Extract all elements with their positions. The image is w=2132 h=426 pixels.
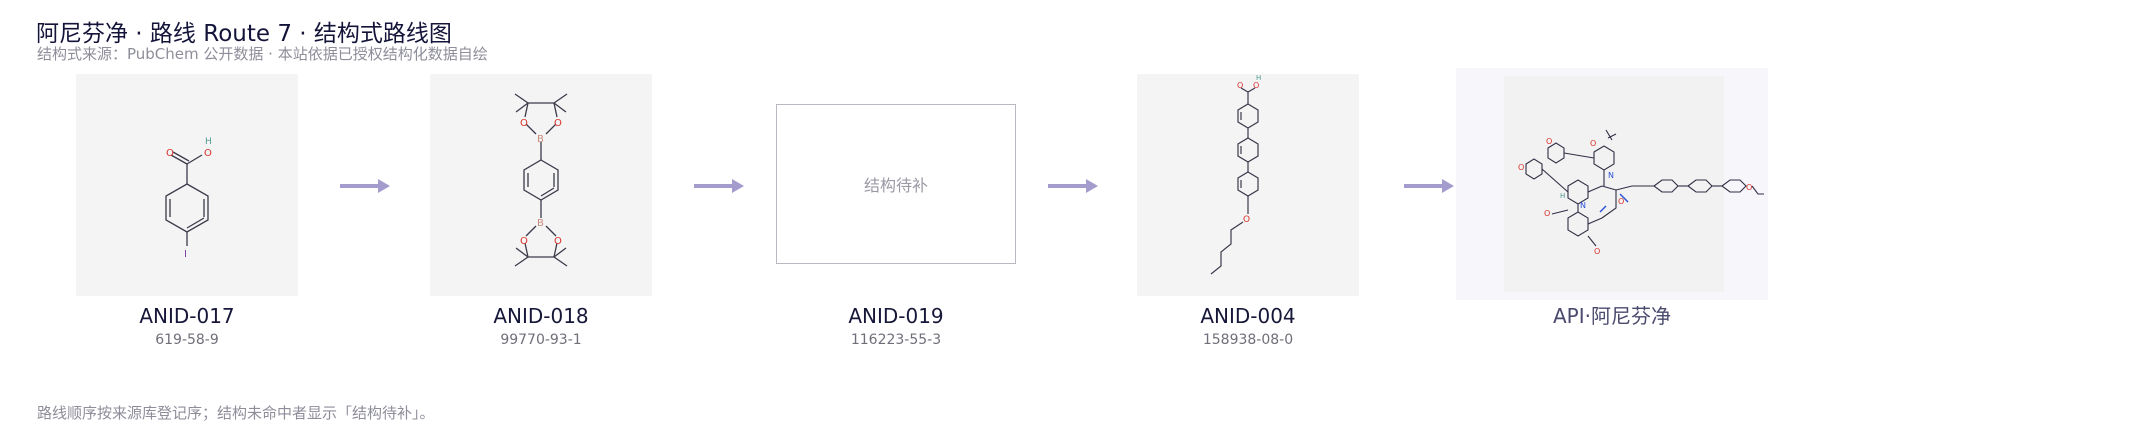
atom-i: I xyxy=(184,249,187,260)
compound-label: ANID-018 xyxy=(493,304,589,328)
atom-b: B xyxy=(537,134,544,145)
atom-h: H xyxy=(1256,74,1261,82)
atom-o: O xyxy=(1594,247,1600,256)
atom-o: O xyxy=(1237,81,1243,90)
atom-o: O xyxy=(1746,183,1752,192)
atom-n: N xyxy=(1580,201,1586,210)
footer-note: 路线顺序按来源库登记序；结构未命中者显示「结构待补」。 xyxy=(37,404,435,422)
cas-number: 158938-08-0 xyxy=(1202,332,1294,348)
atom-b: B xyxy=(537,218,544,229)
api-label: API·阿尼芬净 xyxy=(1553,304,1671,328)
atom-n: N xyxy=(1608,171,1614,180)
structure-image-anid-018: O O B B O O xyxy=(430,74,652,296)
atom-h: H xyxy=(1560,192,1565,200)
compound-label: ANID-017 xyxy=(139,304,235,328)
compound-label: ANID-019 xyxy=(848,304,944,328)
atom-o: O xyxy=(1243,215,1250,225)
atom-o: O xyxy=(166,148,174,159)
route-arrow-2 xyxy=(694,179,744,193)
cas-number: 116223-55-3 xyxy=(850,332,942,348)
api-structure-image[interactable]: O O O N N O O O H O xyxy=(1456,68,1768,300)
route-arrow-1 xyxy=(340,179,390,193)
page-title: 阿尼芬净 · 路线 Route 7 · 结构式路线图 xyxy=(36,21,452,47)
structure-image-anid-017: O O H I xyxy=(76,74,298,296)
route-node-anid-004[interactable]: O O H O ANID-004 158938-08-0 xyxy=(1137,74,1359,348)
api-structure-drawing: O O O N N O O O H O xyxy=(1504,76,1764,292)
atom-o: O xyxy=(1618,197,1624,206)
route-arrow-3 xyxy=(1048,179,1098,193)
route-arrow-4 xyxy=(1404,179,1454,193)
structure-image-anid-004: O O H O xyxy=(1137,74,1359,296)
atom-h: H xyxy=(205,137,212,147)
atom-o: O xyxy=(520,118,528,129)
route-node-anid-018[interactable]: O O B B O O ANID-018 99770-93-1 xyxy=(430,74,652,348)
atom-o: O xyxy=(520,236,528,247)
atom-o: O xyxy=(1590,139,1596,148)
cas-number: 619-58-9 xyxy=(155,332,219,348)
cas-number: 99770-93-1 xyxy=(500,332,582,348)
atom-o: O xyxy=(1518,163,1524,172)
atom-o: O xyxy=(204,148,212,159)
atom-o: O xyxy=(554,236,562,247)
atom-o: O xyxy=(1544,209,1550,218)
atom-o: O xyxy=(554,118,562,129)
structure-drawing-anid-004: O O H O xyxy=(1210,74,1261,275)
structure-drawing-anid-017: O O H I xyxy=(165,137,212,260)
structure-placeholder: 结构待补 xyxy=(776,104,1016,264)
route-node-anid-017[interactable]: O O H I ANID-017 619-58-9 xyxy=(76,74,298,348)
atom-o: O xyxy=(1253,81,1259,90)
compound-label: ANID-004 xyxy=(1200,304,1296,328)
structure-drawing-anid-018: O O B B O O xyxy=(514,93,568,267)
page-subtitle: 结构式来源：PubChem 公开数据 · 本站依据已授权结构化数据自绘 xyxy=(37,45,488,63)
atom-o: O xyxy=(1546,137,1552,146)
